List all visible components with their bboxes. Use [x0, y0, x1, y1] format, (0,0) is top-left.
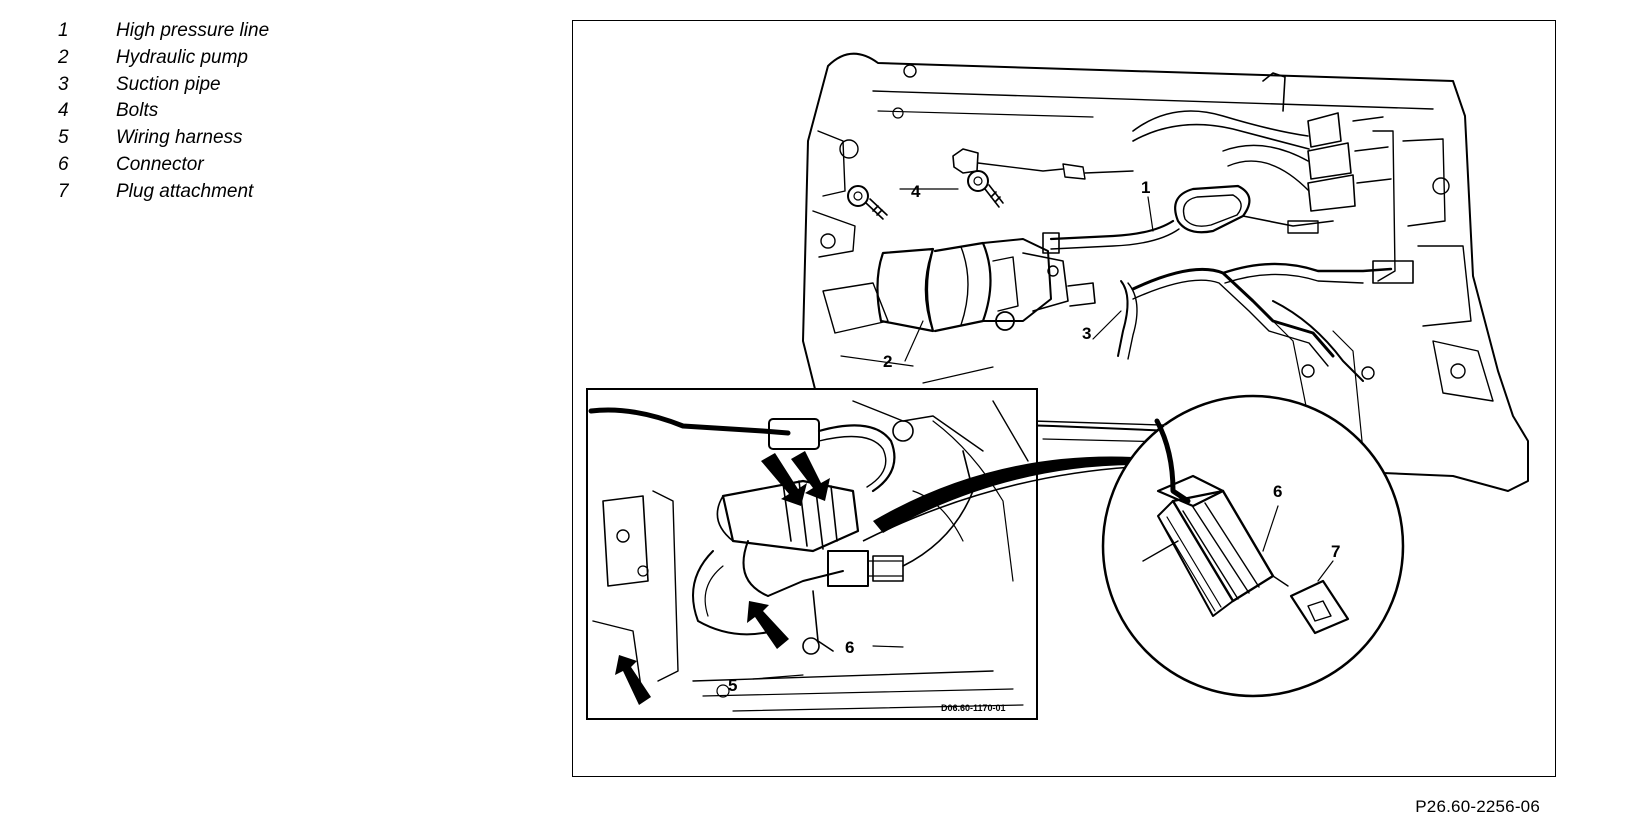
callout-7: 7: [1331, 542, 1340, 561]
callout-4: 4: [911, 182, 921, 201]
bolt-right: [967, 170, 1004, 208]
arrow-indicator: [761, 453, 807, 506]
legend-item-1: 1 High pressure line: [58, 20, 378, 47]
legend-item-4: 4 Bolts: [58, 100, 378, 127]
magnified-connector-detail: [1101, 394, 1405, 698]
legend-item-3: 3 Suction pipe: [58, 74, 378, 101]
legend-number: 1: [58, 20, 69, 41]
callout-6-detail: 6: [1273, 482, 1282, 501]
plug-attachment: [1289, 579, 1350, 635]
component-legend: 1 High pressure line 2 Hydraulic pump 3 …: [58, 20, 378, 208]
connector-inset: [586, 388, 1038, 720]
callout-1: 1: [1141, 178, 1150, 197]
legend-label: Plug attachment: [116, 180, 254, 202]
figure-reference-id: P26.60-2256-06: [1415, 797, 1540, 816]
callout-5: 5: [728, 676, 737, 695]
callout-3: 3: [1082, 324, 1091, 343]
wiring-harness: [1131, 267, 1335, 358]
legend-item-5: 5 Wiring harness: [58, 127, 378, 154]
legend-number: 3: [58, 73, 69, 95]
arrow-indicator: [615, 655, 651, 705]
transmission-drawing: 1 2 3 4 5 6 6 7 D06.60-1170-01: [586, 52, 1529, 720]
suction-pipe: [1117, 280, 1129, 357]
legend-number: 6: [58, 153, 69, 175]
hydraulic-pump: [876, 238, 1096, 333]
legend-item-2: 2 Hydraulic pump: [58, 47, 378, 74]
technical-illustration: 1 2 3 4 5 6 6 7 D06.60-1170-01: [572, 20, 1556, 777]
legend-label: Bolts: [116, 100, 159, 122]
callout-6-inset: 6: [845, 638, 854, 657]
bolt-left: [847, 185, 888, 220]
legend-item-6: 6 Connector: [58, 154, 378, 181]
legend-label: Wiring harness: [116, 127, 243, 149]
legend-number: 2: [58, 46, 69, 68]
legend-label: Hydraulic pump: [116, 46, 248, 68]
arrow-indicator: [747, 601, 789, 649]
legend-item-7: 7 Plug attachment: [58, 181, 378, 208]
legend-label: Suction pipe: [116, 73, 221, 95]
callout-2: 2: [883, 352, 892, 371]
legend-number: 4: [58, 100, 69, 122]
legend-number: 5: [58, 127, 69, 149]
arrow-indicator: [791, 451, 830, 501]
high-pressure-line: [1049, 219, 1175, 241]
legend-label: High pressure line: [116, 20, 270, 41]
inset-reference-code: D06.60-1170-01: [941, 703, 1006, 713]
magnifier-beam: [873, 456, 1133, 533]
legend-label: Connector: [116, 153, 204, 175]
legend-number: 7: [58, 180, 69, 202]
